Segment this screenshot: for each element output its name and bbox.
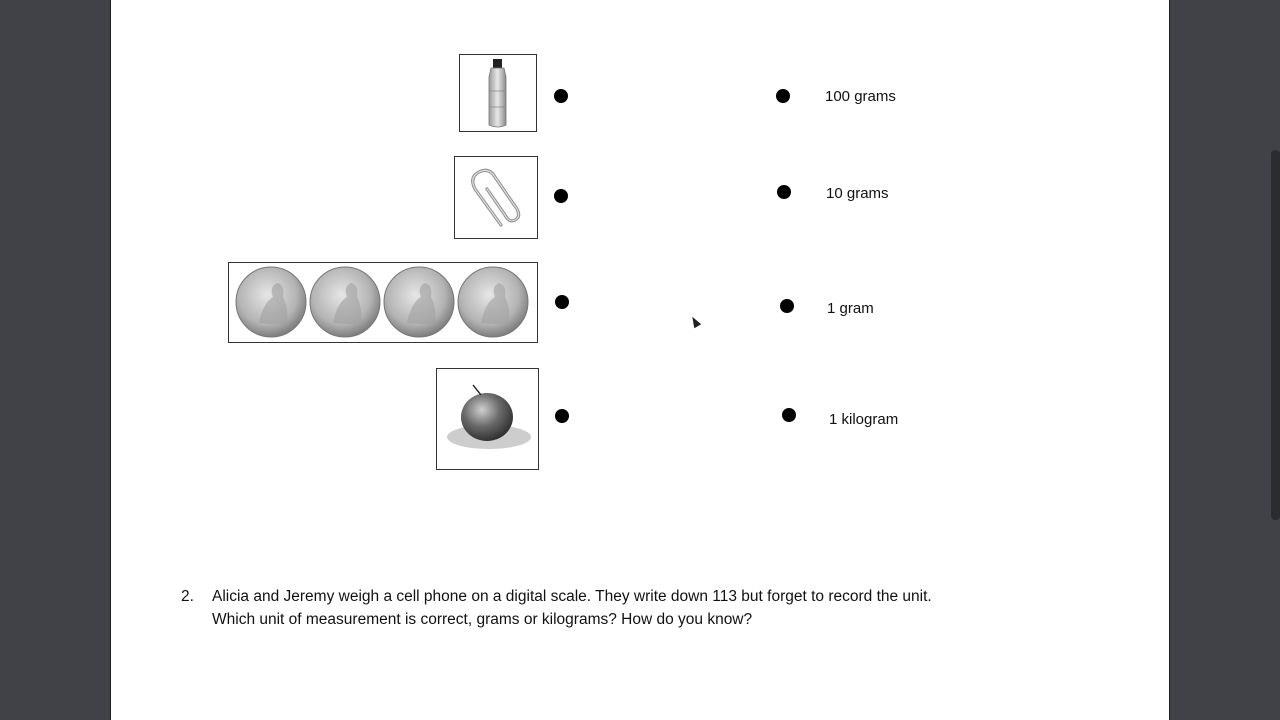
- apple-match-dot[interactable]: [555, 409, 569, 423]
- unit-label-100-grams: 100 grams: [825, 88, 896, 105]
- pennies-match-dot[interactable]: [555, 295, 569, 309]
- unit-1kg-dot[interactable]: [782, 408, 796, 422]
- paper-clip-match-dot[interactable]: [554, 189, 568, 203]
- scrollbar[interactable]: [1271, 150, 1280, 520]
- pennies-picture: [228, 262, 538, 343]
- unit-100g-dot[interactable]: [776, 89, 790, 103]
- right-background: [1168, 0, 1280, 720]
- question-number: 2.: [181, 588, 194, 605]
- mouse-cursor-icon: [688, 314, 702, 329]
- apple-icon: [447, 384, 531, 449]
- unit-10g-dot[interactable]: [777, 185, 791, 199]
- unit-label-1-kilogram: 1 kilogram: [829, 411, 899, 428]
- paper-clip-icon: [471, 168, 521, 227]
- pennies-icon: [235, 266, 529, 338]
- unit-label-1-gram: 1 gram: [827, 300, 874, 317]
- question-line-2: Which unit of measurement is correct, gr…: [212, 611, 753, 628]
- bottle-match-dot[interactable]: [554, 89, 568, 103]
- water-bottle-icon: [488, 59, 507, 128]
- document-page: 100 grams 10 grams 1 gram 1 kilogram 2. …: [110, 0, 1170, 720]
- unit-1g-dot[interactable]: [780, 299, 794, 313]
- left-background: [0, 0, 110, 720]
- question-line-1: Alicia and Jeremy weigh a cell phone on …: [212, 588, 932, 605]
- unit-label-10-grams: 10 grams: [826, 185, 889, 202]
- question-text: Alicia and Jeremy weigh a cell phone on …: [212, 585, 1072, 631]
- apple-picture: [436, 368, 539, 470]
- water-bottle-picture: [459, 54, 537, 132]
- paper-clip-picture: [454, 156, 538, 239]
